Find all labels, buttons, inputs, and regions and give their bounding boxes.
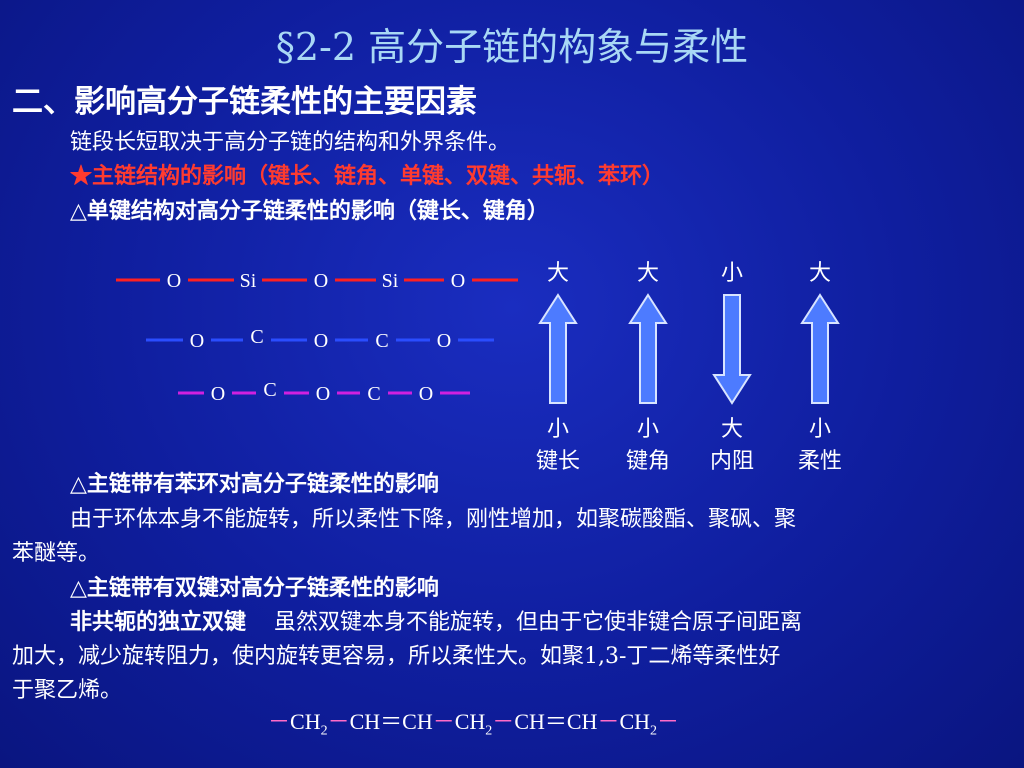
double-bond-text-line-3: 于聚乙烯。	[12, 678, 123, 703]
up-arrow-icon	[800, 293, 840, 404]
intro-text: 链段长短取决于高分子链的结构和外界条件。	[70, 130, 511, 155]
chain-atom: O	[316, 383, 330, 405]
polybutadiene-formula: －CH2－CH＝CH－CH2－CH＝CH－CH2－	[268, 704, 679, 739]
formula-subscript: 2	[650, 723, 658, 739]
chain-atom: C	[375, 330, 388, 352]
down-arrow-icon	[712, 294, 752, 405]
arrow-top-label: 大	[636, 261, 659, 286]
arrow-caption: 内阻	[709, 449, 754, 474]
arrow-top-label: 大	[808, 261, 831, 286]
main-chain-factor: ★主链结构的影响（键长、链角、单键、双键、共轭、苯环）	[70, 163, 665, 189]
arrow-bond-length: 大 小 键长	[523, 255, 593, 475]
chain-atom: Si	[382, 270, 399, 292]
formula-subscript: 2	[320, 723, 328, 739]
double-bond-heading: △主链带有双键对高分子链柔性的影响	[70, 575, 439, 601]
chain-atom: C	[367, 383, 380, 405]
arrow-caption: 键角	[625, 449, 670, 474]
formula-group: CH＝CH	[514, 709, 598, 734]
double-bond-text-line-2: 加大，减少旋转阻力，使内旋转更容易，所以柔性大。如聚1,3-丁二烯等柔性好	[12, 644, 781, 669]
chain-atom: O	[437, 330, 451, 352]
chain-atom: O	[211, 383, 225, 405]
chain-atom: C	[250, 326, 263, 348]
benzene-text-line-2: 苯醚等。	[12, 541, 101, 566]
formula-bond: －	[492, 709, 515, 734]
chain-atom: O	[451, 270, 465, 292]
arrow-bottom-label: 小	[546, 417, 569, 442]
chain-atom: O	[167, 270, 181, 292]
formula-group: CH	[619, 709, 651, 734]
chain-atom: O	[314, 330, 328, 352]
page-title: §2-2 高分子链的构象与柔性	[275, 25, 749, 69]
chain-atom: O	[419, 383, 433, 405]
formula-subscript: 2	[485, 723, 493, 739]
formula-group: CH	[290, 709, 321, 734]
arrow-flexibility: 大 小 柔性	[785, 255, 855, 475]
formula-bond: －	[327, 709, 350, 734]
arrow-top-label: 大	[546, 261, 569, 286]
single-bond-heading: △单键结构对高分子链柔性的影响（键长、键角）	[70, 198, 549, 224]
chain-atom: O	[314, 270, 328, 292]
chain-atom: C	[263, 379, 276, 401]
double-bond-sentence: 虽然双键本身不能旋转，但由于它使非键合原子间距离	[274, 610, 803, 635]
chain-atom: O	[190, 330, 204, 352]
chain-si-o: O Si O Si O	[116, 270, 518, 292]
arrow-bottom-label: 小	[808, 417, 831, 442]
arrow-caption: 柔性	[797, 449, 842, 474]
benzene-text-line-1: 由于环体本身不能旋转，所以柔性下降，刚性增加，如聚碳酸酯、聚砜、聚	[70, 507, 797, 532]
formula-bond: －	[268, 709, 291, 734]
arrow-caption: 键长	[535, 449, 580, 474]
arrow-internal-resistance: 小 大 内阻	[697, 255, 767, 475]
double-bond-text-line-1: 非共轭的独立双键 虽然双键本身不能旋转，但由于它使非键合原子间距离	[70, 604, 802, 636]
formula-bond: －	[597, 709, 620, 734]
arrow-top-label: 小	[720, 261, 743, 286]
section-heading: 二、影响高分子链柔性的主要因素	[12, 84, 477, 120]
arrow-bottom-label: 大	[720, 417, 743, 442]
benzene-heading: △主链带有苯环对高分子链柔性的影响	[70, 471, 439, 497]
up-arrow-icon	[538, 293, 578, 404]
arrow-bottom-label: 小	[636, 417, 659, 442]
double-bond-term: 非共轭的独立双键	[70, 609, 247, 635]
up-arrow-icon	[628, 293, 668, 404]
formula-bond: －	[432, 709, 455, 734]
arrow-bond-angle: 大 小 键角	[613, 255, 683, 475]
formula-group: CH＝CH	[349, 709, 433, 734]
chain-atom: Si	[240, 270, 257, 292]
formula-group: CH	[454, 709, 486, 734]
formula-bond: －	[657, 709, 680, 734]
